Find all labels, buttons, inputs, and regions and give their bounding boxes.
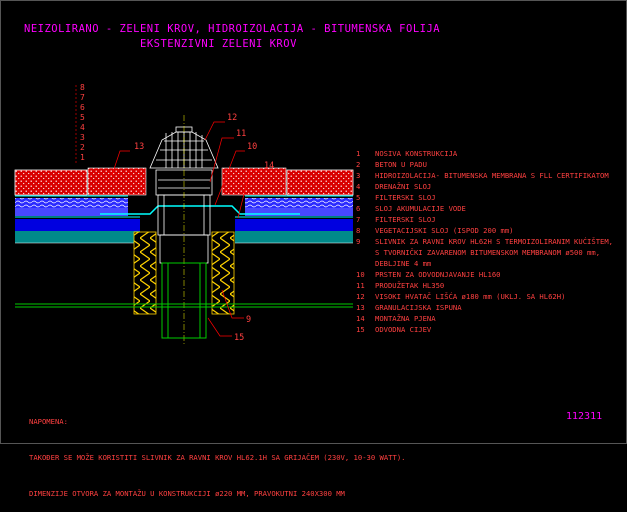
callout-12: 12 [227,113,237,123]
vegetation-layer [14,169,88,196]
callout-11: 11 [236,129,246,139]
section-drawing: 8 7 6 5 4 3 2 1 12 11 13 10 14 9 15 [14,83,354,345]
notes-heading: NAPOMENA: [29,417,68,426]
layer-scale: 8 7 6 5 4 3 2 1 [75,83,85,164]
outlet-pipe [15,262,353,339]
membrane-flange [100,205,300,215]
callout-9: 9 [246,315,251,325]
scale-label-4: 4 [80,123,85,132]
leader-lines [111,121,262,337]
scale-label-8: 8 [80,83,85,92]
scale-label-3: 3 [80,133,85,142]
concrete-slope [15,231,140,243]
callout-15: 15 [234,333,244,343]
callout-14: 14 [264,161,274,171]
roof-layers-right [235,169,354,244]
gravel-fill-right [221,167,287,196]
callout-10: 10 [247,142,257,152]
roof-layers-left [14,169,140,244]
insulated-housing [133,231,235,315]
notes-line-1: TAKOĐER SE MOŽE KORISTITI SLIVNIK ZA RAV… [29,453,406,462]
gravel-fill-left [87,167,147,196]
scale-label-5: 5 [80,113,85,122]
scale-label-1: 1 [80,153,85,162]
scale-label-7: 7 [80,93,85,102]
scale-label-6: 6 [80,103,85,112]
drawing-title: NEIZOLIRANO - ZELENI KROV, HIDROIZOLACIJ… [24,23,441,35]
membrane-layer [15,219,140,231]
callouts: 12 11 13 10 14 9 15 [134,113,274,343]
callout-13: 13 [134,142,144,152]
notes-line-2: DIMENZIJE OTVORA ZA MONTAŽU U KONSTRUKCI… [29,489,345,498]
notes: NAPOMENA: TAKOĐER SE MOŽE KORISTITI SLIV… [29,392,405,512]
drawing-subtitle: EKSTENZIVNI ZELENI KROV [140,38,297,50]
scale-label-2: 2 [80,143,85,152]
drainage-layer [15,208,128,216]
drawing-code: 112311 [566,411,603,422]
